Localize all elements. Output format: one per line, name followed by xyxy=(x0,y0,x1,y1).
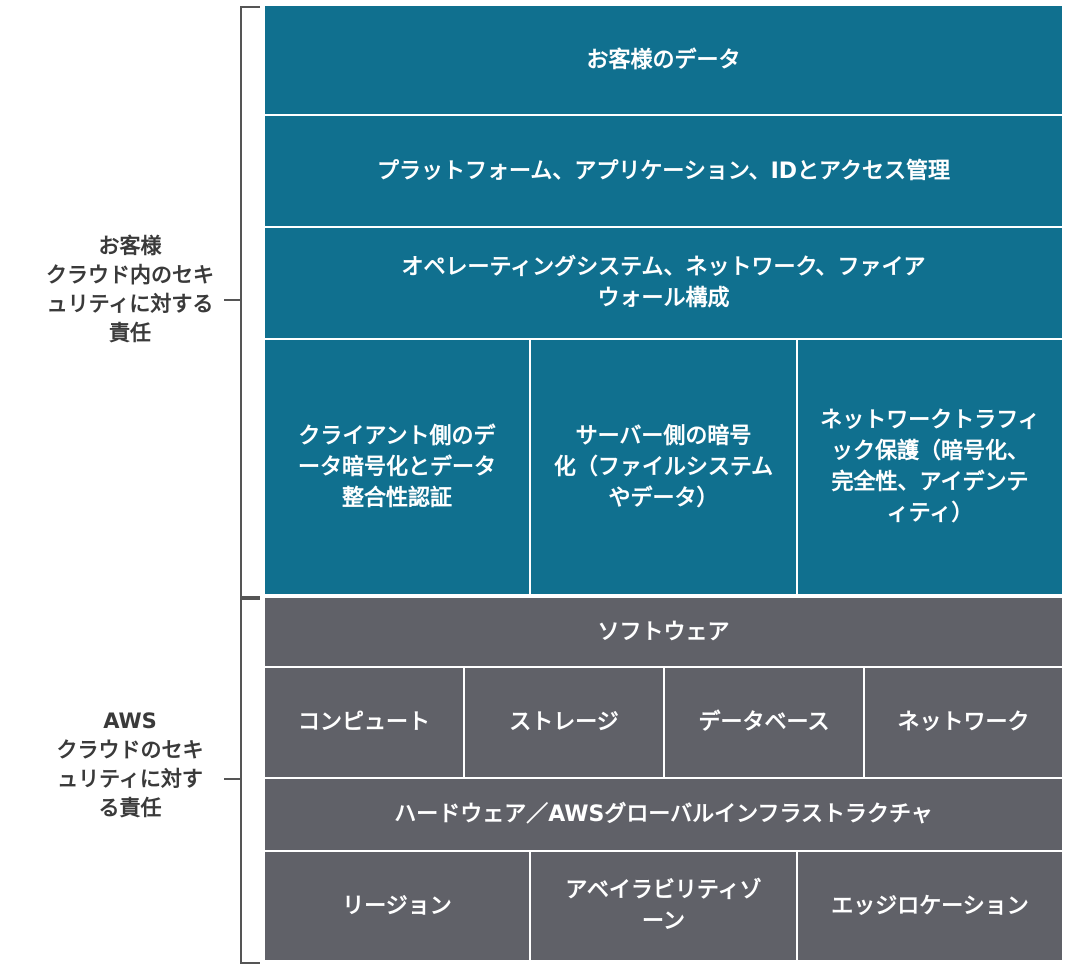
region-block: リージョン xyxy=(265,852,529,960)
availability-zone-block: アベイラビリティゾ ーン xyxy=(531,852,796,960)
aws-bracket xyxy=(240,598,260,964)
platform-application-iam-block: プラットフォーム、アプリケーション、IDとアクセス管理 xyxy=(265,116,1062,226)
network-traffic-protection-block: ネットワークトラフィ ック保護（暗号化、 完全性、アイデンテ ィティ） xyxy=(798,340,1062,594)
customer-responsibility-label: お客様 クラウド内のセキ ュリティに対する 責任 xyxy=(46,234,214,345)
customer-bracket xyxy=(240,6,260,598)
edge-location-block: エッジロケーション xyxy=(798,852,1062,960)
database-block: データベース xyxy=(665,668,863,777)
networking-block: ネットワーク xyxy=(865,668,1062,777)
customer-bracket-tick xyxy=(224,299,242,301)
client-side-encryption-block: クライアント側のデ ータ暗号化とデータ 整合性認証 xyxy=(265,340,529,594)
aws-responsibility-label: AWS クラウドのセキ ュリティに対す る責任 xyxy=(56,709,204,820)
customer-data-block: お客様のデータ xyxy=(265,6,1062,114)
hardware-global-infrastructure-block: ハードウェア／AWSグローバルインフラストラクチャ xyxy=(265,779,1062,850)
software-block: ソフトウェア xyxy=(265,598,1062,666)
server-side-encryption-block: サーバー側の暗号 化（ファイルシステム やデータ） xyxy=(531,340,796,594)
compute-block: コンピュート xyxy=(265,668,463,777)
os-network-firewall-block: オペレーティングシステム、ネットワーク、ファイア ウォール構成 xyxy=(265,228,1062,338)
storage-block: ストレージ xyxy=(465,668,663,777)
aws-bracket-tick xyxy=(224,778,242,780)
